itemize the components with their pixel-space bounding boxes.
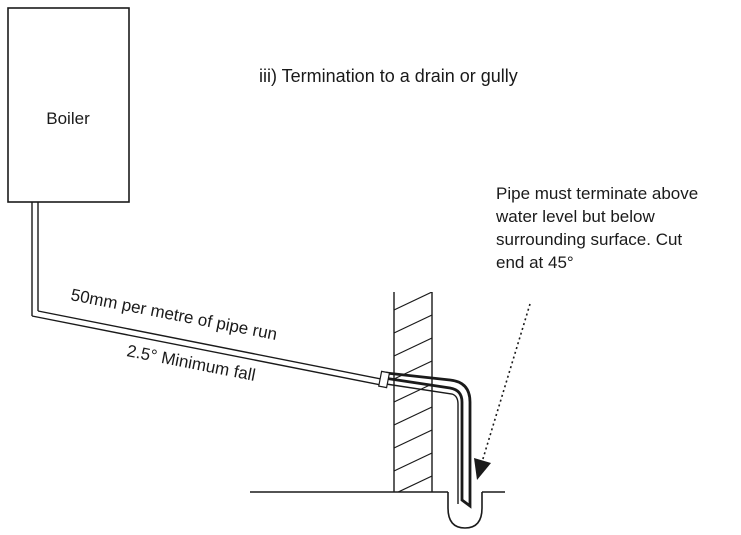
note-line-3: surrounding surface. Cut xyxy=(496,230,682,249)
note-line-4: end at 45° xyxy=(496,253,574,272)
diagram-title: iii) Termination to a drain or gully xyxy=(259,66,518,86)
boiler-box xyxy=(7,7,130,203)
note-line-2: water level but below xyxy=(495,207,655,226)
note-text: Pipe must terminate above water level bu… xyxy=(495,184,703,272)
gully-trap xyxy=(447,492,483,529)
note-line-1: Pipe must terminate above xyxy=(496,184,698,203)
gradient-label: 50mm per metre of pipe run xyxy=(69,285,279,344)
pipe-termination xyxy=(378,370,472,509)
wall-section xyxy=(393,292,433,492)
boiler-label: Boiler xyxy=(46,109,90,128)
condensate-pipe xyxy=(31,202,387,387)
leader-arrow xyxy=(474,303,531,480)
